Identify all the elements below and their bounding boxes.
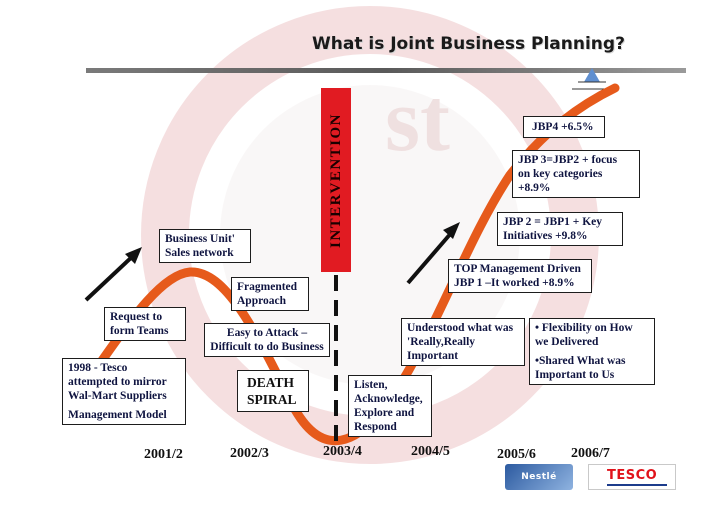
box-listen: Listen, Acknowledge, Explore and Respond bbox=[348, 375, 432, 437]
box-understood-line-1: Understood what was bbox=[407, 322, 514, 334]
box-understood-line-3: Important bbox=[407, 350, 459, 362]
box-business-unit-line-2: Sales network bbox=[165, 247, 234, 259]
box-business-unit-line-1: Business Unit' bbox=[165, 233, 235, 245]
box-request-line-2: form Teams bbox=[110, 325, 169, 337]
box-easy-attack-line-2: Difficult to do Business bbox=[210, 341, 324, 353]
year-label: 2002/3 bbox=[230, 446, 269, 461]
box-death-spiral-line-1: DEATH bbox=[247, 375, 295, 390]
box-easy-attack: Easy to Attack – Difficult to do Busines… bbox=[204, 323, 330, 357]
box-request-line-1: Request to bbox=[110, 311, 163, 323]
header-rule bbox=[86, 68, 686, 73]
page-title: What is Joint Business Planning? bbox=[312, 34, 625, 54]
box-death-spiral-line-2: SPIRAL bbox=[247, 392, 297, 407]
box-jbp2-line-1: JBP 2 = JBP1 + Key bbox=[503, 216, 603, 228]
box-understood-line-2: 'Really,Really bbox=[407, 336, 476, 348]
box-business-unit: Business Unit' Sales network bbox=[159, 229, 251, 263]
box-fragmented-line-1: Fragmented bbox=[237, 281, 298, 293]
box-jbp2: JBP 2 = JBP1 + Key Initiatives +9.8% bbox=[497, 212, 623, 246]
year-label: 2005/6 bbox=[497, 447, 536, 462]
box-request: Request to form Teams bbox=[104, 307, 186, 341]
box-flexibility-line-4: Important to Us bbox=[535, 369, 615, 381]
tesco-logo: TESCO bbox=[588, 464, 676, 490]
box-flexibility-line-3: •Shared What was bbox=[535, 355, 626, 367]
nestle-logo: Nestlé bbox=[505, 464, 573, 490]
box-flexibility: • Flexibility on How we Delivered •Share… bbox=[529, 318, 655, 385]
box-start-line-3: Wal-Mart Suppliers bbox=[68, 390, 167, 402]
box-jbp4: JBP4 +6.5% bbox=[523, 116, 605, 138]
emblem-text: st bbox=[385, 71, 450, 170]
box-jbp3-line-1: JBP 3=JBP2 + focus bbox=[518, 154, 618, 166]
box-start: 1998 - Tesco attempted to mirror Wal-Mar… bbox=[62, 358, 186, 425]
box-jbp4-line-1: JBP4 +6.5% bbox=[532, 121, 594, 133]
year-label: 2003/4 bbox=[323, 444, 362, 459]
box-flexibility-line-2: we Delivered bbox=[535, 336, 599, 348]
intervention-label: INTERVENTION bbox=[327, 112, 344, 248]
performance-curve bbox=[65, 83, 620, 446]
box-top-mgmt-line-2: JBP 1 –It worked +8.9% bbox=[454, 277, 575, 289]
box-start-line-4: Management Model bbox=[68, 409, 167, 421]
intervention-bar: INTERVENTION bbox=[321, 88, 351, 272]
year-label: 2006/7 bbox=[571, 446, 610, 461]
box-start-line-1: 1998 - Tesco bbox=[68, 362, 128, 374]
box-listen-line-1: Listen, bbox=[354, 379, 388, 391]
box-fragmented-line-2: Approach bbox=[237, 295, 286, 307]
year-label: 2001/2 bbox=[144, 447, 183, 462]
box-flexibility-line-1: • Flexibility on How bbox=[535, 322, 633, 334]
box-jbp3-line-2: on key categories bbox=[518, 168, 603, 180]
box-listen-line-4: Respond bbox=[354, 421, 397, 433]
box-start-line-2: attempted to mirror bbox=[68, 376, 167, 388]
tesco-logo-text: TESCO bbox=[607, 468, 658, 483]
box-top-mgmt-line-1: TOP Management Driven bbox=[454, 263, 581, 275]
year-label: 2004/5 bbox=[411, 444, 450, 459]
box-understood: Understood what was 'Really,Really Impor… bbox=[401, 318, 525, 366]
box-top-mgmt: TOP Management Driven JBP 1 –It worked +… bbox=[448, 259, 592, 293]
arrow-left-icon bbox=[84, 247, 142, 302]
box-jbp3-line-3: +8.9% bbox=[518, 182, 551, 194]
arrow-right-icon bbox=[406, 222, 460, 285]
box-listen-line-2: Acknowledge, bbox=[354, 393, 423, 405]
box-jbp2-line-2: Initiatives +9.8% bbox=[503, 230, 588, 242]
box-listen-line-3: Explore and bbox=[354, 407, 415, 419]
tesco-logo-underline bbox=[607, 484, 667, 486]
nestle-logo-text: Nestlé bbox=[521, 472, 557, 482]
box-jbp3: JBP 3=JBP2 + focus on key categories +8.… bbox=[512, 150, 640, 198]
box-easy-attack-line-1: Easy to Attack – bbox=[226, 327, 308, 339]
box-fragmented: Fragmented Approach bbox=[231, 277, 309, 311]
box-death-spiral: DEATH SPIRAL bbox=[237, 370, 309, 412]
